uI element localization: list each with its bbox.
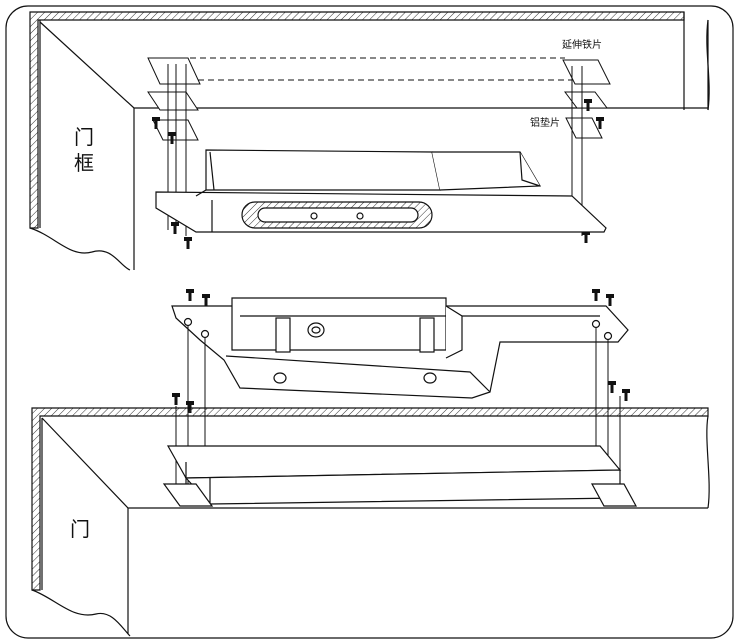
armature-plate-assembly [171,297,629,399]
outer-border [5,5,734,639]
aluminum-shim-label: 铝垫片 [530,118,560,129]
door-section [31,407,710,637]
door-label: 门 [70,517,90,541]
plate-dashed-lines [190,57,572,81]
magnet-lock-body [155,149,607,233]
extension-plate-label: 延伸铁片 [562,40,602,51]
door-frame-label-1: 门 [74,125,94,149]
door-frame-section [29,11,710,271]
door-bracket [162,445,638,507]
door-frame-label-2: 框 [74,151,94,175]
